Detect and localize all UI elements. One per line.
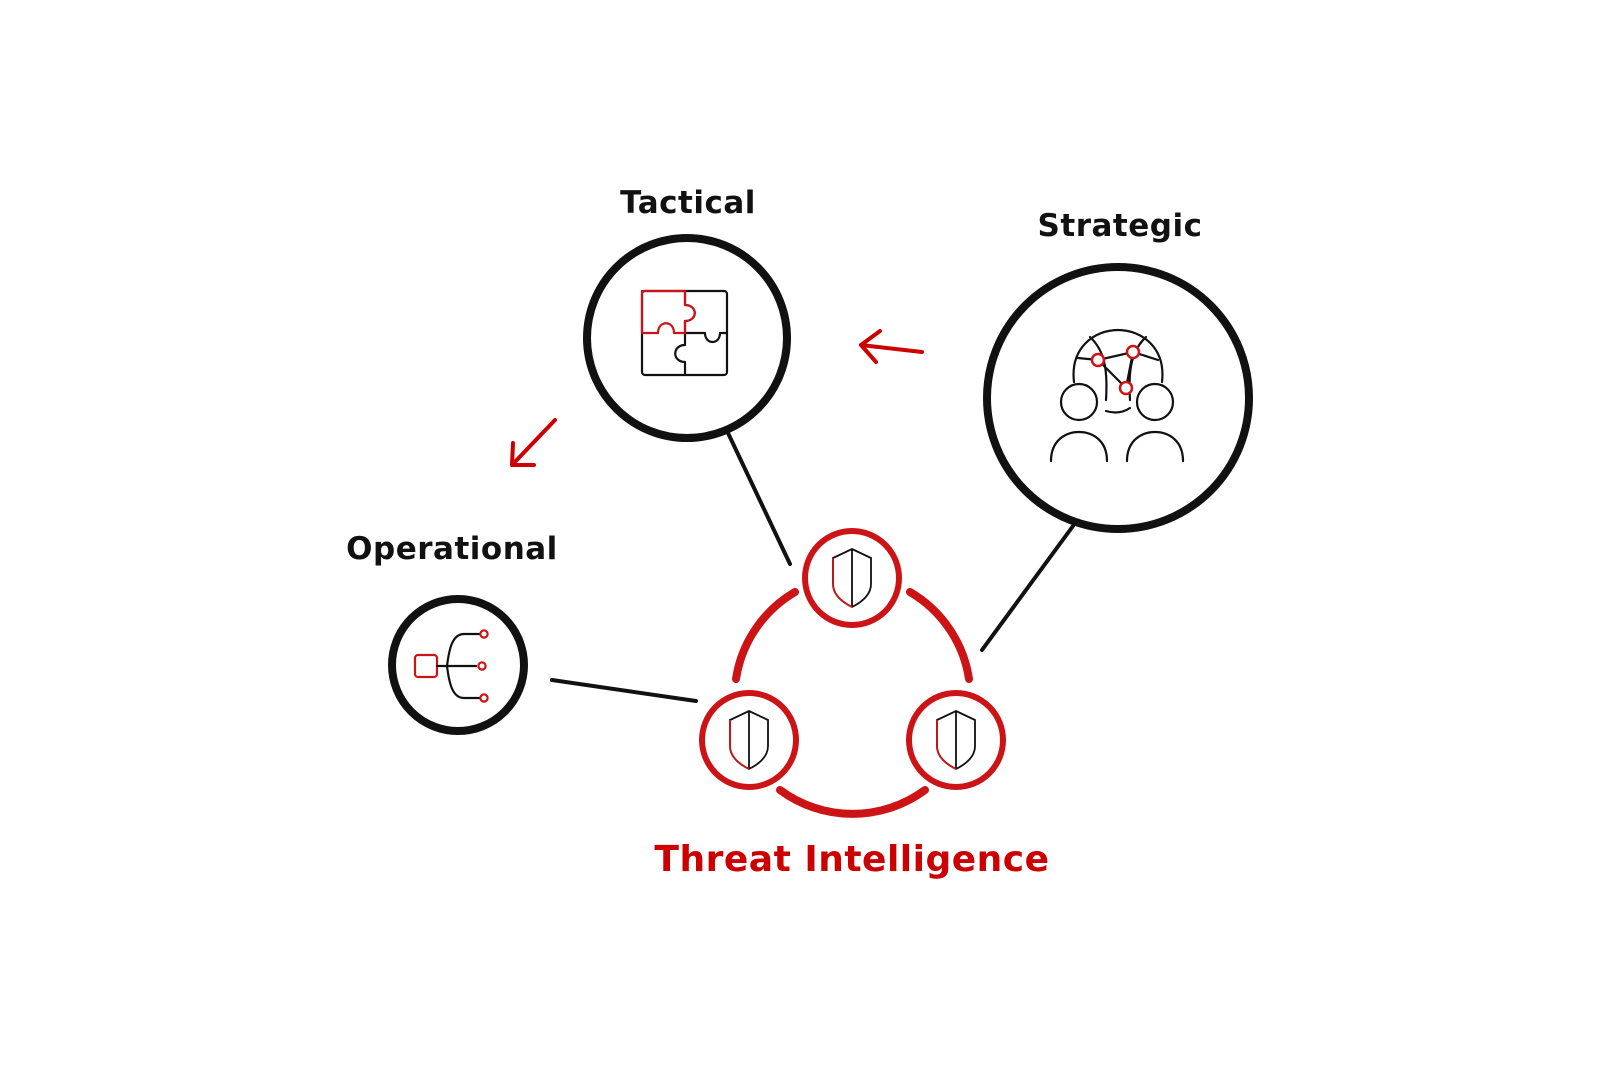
- shield-icon: [832, 548, 872, 609]
- tactical-node: [583, 234, 791, 442]
- arrow-strategic-to-tactical: [859, 329, 924, 364]
- connector-strategic: [980, 524, 1075, 652]
- operational-node: [388, 595, 528, 735]
- shield-node-right: [906, 690, 1006, 790]
- strategic-label: Strategic: [1037, 208, 1203, 244]
- tactical-label: Tactical: [620, 185, 756, 221]
- shield-node-left: [699, 690, 799, 790]
- connector-operational: [550, 678, 698, 703]
- operational-label: Operational: [346, 531, 558, 567]
- connector-tactical: [726, 431, 792, 566]
- diagram-title: Threat Intelligence: [654, 839, 1050, 880]
- center-cycle: [732, 588, 973, 818]
- puzzle-icon: [640, 289, 729, 377]
- shield-icon: [729, 710, 769, 771]
- arrow-tactical-to-operational: [510, 418, 557, 467]
- shield-icon: [936, 710, 976, 771]
- strategic-node: [983, 263, 1253, 533]
- shield-node-top: [802, 528, 902, 628]
- globe-people-icon: [1049, 328, 1185, 463]
- branch-icon: [413, 629, 489, 703]
